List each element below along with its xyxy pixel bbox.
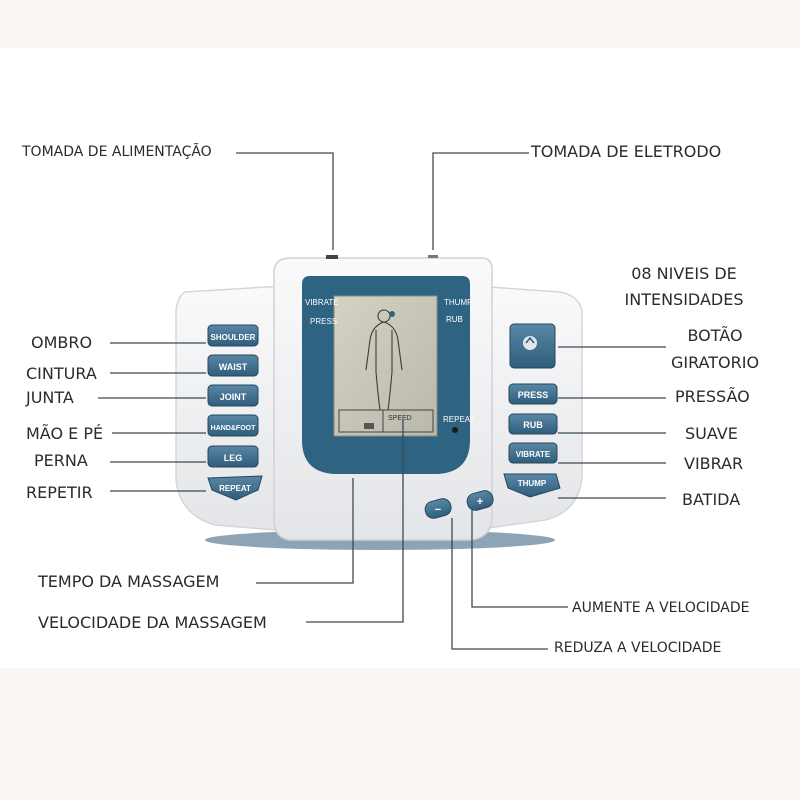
label-rotary-line1: BOTÃO (687, 326, 743, 345)
label-speed-down: REDUZA A VELOCIDADE (554, 640, 722, 656)
joint-button[interactable]: JOINT (207, 384, 259, 407)
label-joint: JUNTA (26, 388, 74, 407)
label-rotary-line2: GIRATORIO (670, 353, 760, 372)
svg-text:REPEAT: REPEAT (219, 484, 251, 493)
svg-text:+: + (477, 496, 483, 508)
svg-text:JOINT: JOINT (220, 392, 247, 402)
leg-button[interactable]: LEG (207, 445, 259, 468)
label-power-socket: TOMADA DE ALIMENTAÇÃO (22, 144, 212, 160)
label-thump: BATIDA (682, 490, 741, 509)
label-speed-up: AUMENTE A VELOCIDADE (572, 600, 750, 616)
screen-label-press: PRESS (310, 317, 337, 326)
shoulder-button[interactable]: SHOULDER (207, 324, 259, 347)
label-rub: SUAVE (685, 424, 738, 443)
electrode-point-icon (389, 311, 395, 317)
electrode-socket (428, 255, 438, 258)
label-vibrate: VIBRAR (684, 454, 744, 473)
svg-text:THUMP: THUMP (518, 479, 547, 488)
rub-button[interactable]: RUB (508, 413, 558, 435)
screen-label-rub: RUB (446, 315, 463, 324)
leader-massage-time (256, 478, 354, 584)
label-massage-time: TEMPO DA MASSAGEM (38, 572, 220, 591)
screen-label-repeat: REPEAT (443, 415, 475, 424)
plus-button[interactable]: + (465, 489, 495, 512)
svg-text:LEG: LEG (224, 453, 243, 463)
label-leg: PERNA (34, 451, 88, 470)
leader-electrode (432, 152, 529, 250)
label-waist: CINTURA (26, 364, 97, 383)
label-hand-foot: MÃO E PÉ (26, 424, 104, 443)
leader-speed-up (471, 510, 568, 608)
leader-speed-down (451, 518, 548, 650)
label-intensity-line2: INTENSIDADES (624, 290, 744, 309)
svg-text:RUB: RUB (523, 420, 543, 430)
svg-text:VIBRATE: VIBRATE (516, 450, 551, 459)
background-bottom-band (0, 668, 800, 800)
speed-box (382, 409, 434, 433)
device-left-wing (175, 284, 301, 533)
label-massage-speed: VELOCIDADE DA MASSAGEM (38, 613, 267, 632)
screen-label-thump: THUMP (444, 298, 472, 307)
label-repeat: REPETIR (26, 483, 93, 502)
hand-foot-button[interactable]: HAND&FOOT (207, 414, 259, 437)
svg-text:SHOULDER: SHOULDER (211, 333, 256, 342)
lcd-screen (333, 295, 438, 437)
label-shoulder: OMBRO (31, 333, 93, 352)
minus-button[interactable]: − (423, 497, 453, 520)
repeat-button[interactable]: REPEAT (207, 475, 263, 501)
leader-massage-speed (306, 420, 404, 623)
press-button[interactable]: PRESS (508, 383, 558, 405)
label-rotary: BOTÃO GIRATORIO (660, 322, 770, 376)
leader-power (236, 152, 334, 250)
screen-label-speed: SPEED (388, 415, 412, 422)
left-buttons: SHOULDER WAIST JOINT HAND&FOOT LEG REPEA… (207, 324, 263, 501)
repeat-indicator (452, 427, 458, 433)
label-electrode-socket: TOMADA DE ELETRODO (531, 142, 722, 161)
thump-button[interactable]: THUMP (503, 473, 561, 498)
label-intensity: 08 NIVEIS DE INTENSIDADES (616, 261, 752, 313)
right-buttons: PRESS RUB VIBRATE THUMP (503, 383, 561, 498)
svg-text:HAND&FOOT: HAND&FOOT (211, 425, 256, 432)
label-press: PRESSÃO (675, 387, 750, 406)
background-top-band (0, 0, 800, 48)
power-socket (326, 255, 338, 259)
leader-lines (98, 152, 666, 650)
label-intensity-line1: 08 NIVEIS DE (631, 264, 737, 283)
vibrate-button[interactable]: VIBRATE (508, 442, 558, 464)
waist-button[interactable]: WAIST (207, 354, 259, 377)
svg-text:PRESS: PRESS (518, 390, 549, 400)
svg-text:−: − (435, 504, 441, 516)
svg-text:WAIST: WAIST (219, 362, 248, 372)
timer-digits (364, 423, 374, 429)
rotary-knob[interactable] (509, 323, 556, 369)
screen-label-vibrate: VIBRATE (305, 298, 339, 307)
